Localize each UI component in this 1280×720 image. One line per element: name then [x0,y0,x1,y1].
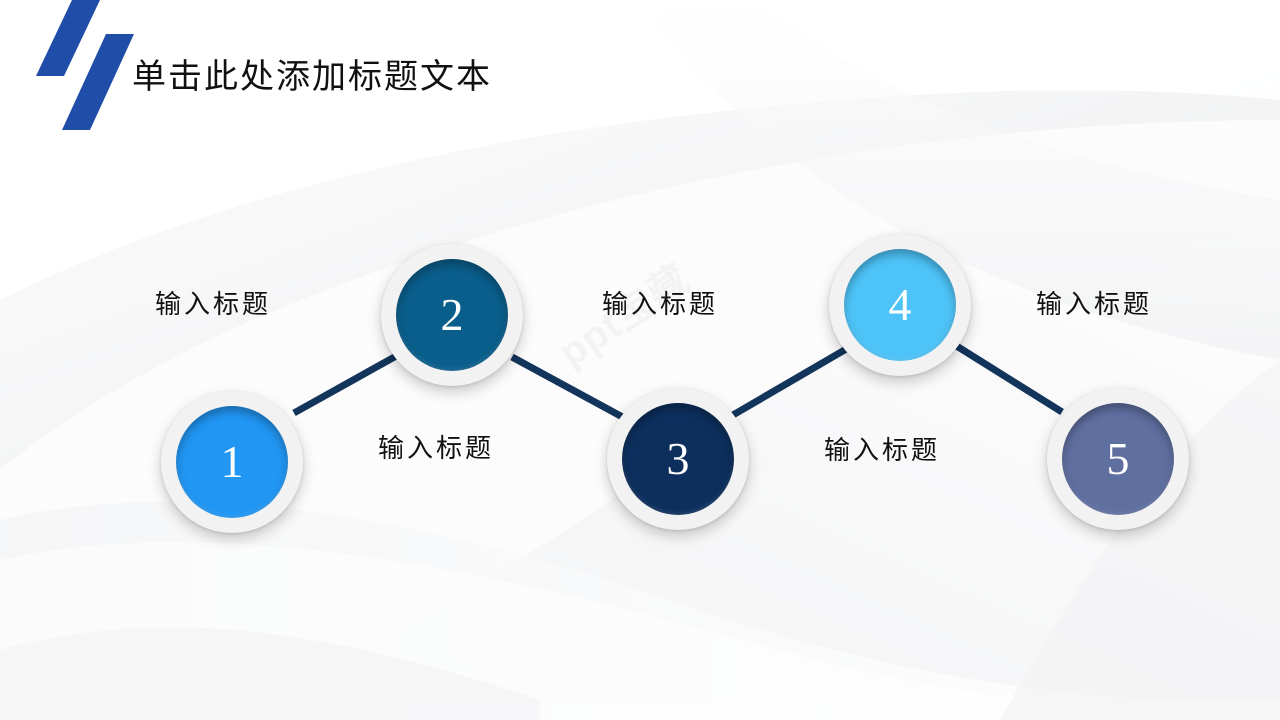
node-label-4[interactable]: 输入标题 [824,436,941,465]
node-2-disc: 2 [396,259,508,371]
logo-bar-right [62,34,134,130]
node-5-number: 5 [1106,433,1130,484]
node-label-1[interactable]: 输入标题 [155,290,272,319]
process-node-2[interactable]: 2 [381,244,523,386]
connector-2-3 [510,353,630,424]
node-3-disc: 3 [622,403,734,515]
process-node-4[interactable]: 4 [829,234,971,376]
node-1-disc: 1 [176,406,288,518]
node-2-number: 2 [440,289,464,340]
node-4-number: 4 [888,279,912,330]
node-1-number: 1 [220,436,244,487]
connector-4-5 [953,342,1064,415]
node-4-disc: 4 [844,249,956,361]
process-node-1[interactable]: 1 [161,391,303,533]
logo-bar-left [36,0,100,76]
connector-3-4 [731,344,850,419]
node-label-5[interactable]: 输入标题 [1036,290,1153,319]
node-5-disc: 5 [1062,403,1174,515]
connector-1-2 [292,351,400,417]
node-label-3[interactable]: 输入标题 [602,290,719,319]
node-label-2[interactable]: 输入标题 [378,434,495,463]
page-title: 单击此处添加标题文本 [132,59,492,96]
slanted-double-bar-logo [36,0,134,130]
process-node-5[interactable]: 5 [1047,388,1189,530]
process-node-3[interactable]: 3 [607,388,749,530]
node-3-number: 3 [666,433,690,484]
